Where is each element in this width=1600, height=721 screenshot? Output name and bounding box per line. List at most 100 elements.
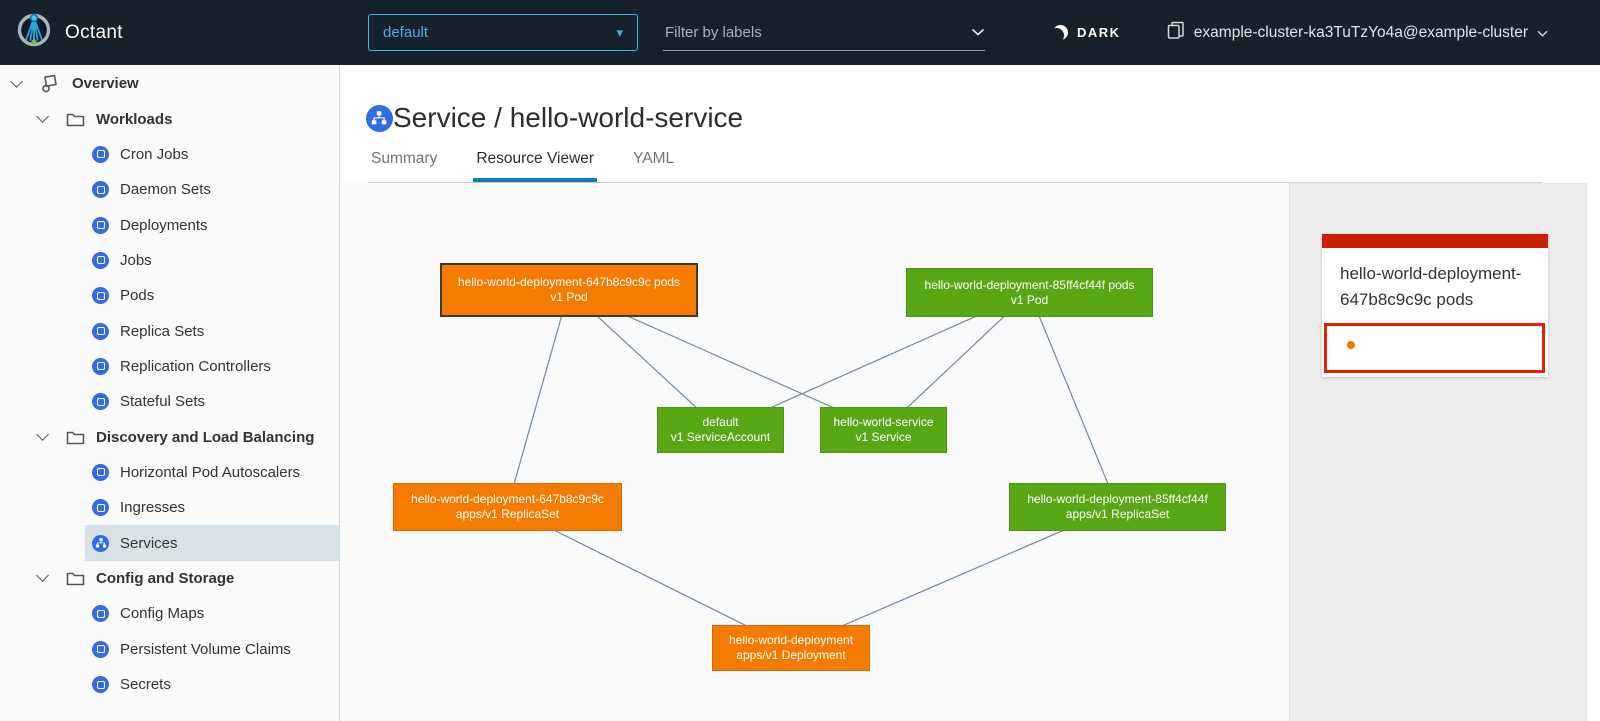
- sidebar-item-label: Horizontal Pod Autoscalers: [120, 463, 301, 481]
- status-box: [1324, 323, 1545, 373]
- main-content: Service / hello-world-service Summary Res…: [340, 65, 1600, 721]
- namespace-select[interactable]: default ▾: [368, 14, 638, 51]
- overview-icon: [40, 74, 61, 93]
- app-title: Octant: [65, 21, 123, 43]
- chevron-down-icon[interactable]: [10, 74, 23, 88]
- sidebar-item-replication-controllers[interactable]: Replication Controllers: [0, 349, 339, 384]
- sidebar-item-overview[interactable]: Overview: [0, 66, 339, 101]
- sidebar-item-replica-sets[interactable]: Replica Sets: [0, 313, 339, 348]
- service-resource-icon: [366, 104, 393, 132]
- jobs-icon: [92, 251, 109, 269]
- node-kind: v1 Service: [855, 430, 912, 444]
- node-label: hello-world-deployment: [728, 633, 854, 647]
- sidebar-item-config-and-storage[interactable]: Config and Storage: [0, 561, 339, 596]
- status-bar: [1322, 234, 1548, 248]
- label-filter-input[interactable]: [663, 22, 971, 42]
- sidebar-item-discovery-and-load-balancing[interactable]: Discovery and Load Balancing: [0, 419, 339, 454]
- status-dot-icon: [1347, 341, 1355, 349]
- node-label: hello-world-deployment-85ff4cf44f: [1027, 492, 1208, 506]
- node-kind: apps/v1 ReplicaSet: [455, 507, 560, 521]
- tab-resource-viewer[interactable]: Resource Viewer: [473, 149, 598, 182]
- sidebar-item-label: Jobs: [120, 251, 152, 269]
- node-kind: v1 Pod: [550, 290, 588, 304]
- node-label: hello-world-deployment-647b8c9c9c pods: [457, 275, 681, 289]
- replication-controllers-icon: [92, 357, 109, 375]
- chevron-down-icon[interactable]: [36, 428, 49, 441]
- sidebar-item-label: Persistent Volume Claims: [120, 640, 291, 658]
- sidebar-item-horizontal-pod-autoscalers[interactable]: Horizontal Pod Autoscalers: [0, 455, 339, 490]
- node-label: hello-world-deployment-85ff4cf44f pods: [924, 277, 1135, 292]
- caret-down-icon: ▾: [616, 24, 623, 40]
- folder-icon: [66, 571, 85, 586]
- namespace-value: default: [383, 24, 429, 41]
- sidebar-item-config-maps[interactable]: Config Maps: [0, 596, 339, 631]
- node-label: hello-world-deployment-647b8c9c9c: [411, 492, 604, 506]
- sidebar-item-label: Overview: [72, 75, 139, 93]
- stateful-sets-icon: [92, 393, 109, 411]
- tab-bar: Summary Resource Viewer YAML: [368, 149, 1543, 183]
- node-label: default: [702, 415, 739, 429]
- sidebar-item-label: Daemon Sets: [120, 181, 211, 199]
- sidebar-item-label: Discovery and Load Balancing: [96, 428, 315, 446]
- horizontal-pod-autoscalers-icon: [92, 463, 109, 481]
- chevron-down-icon[interactable]: [971, 23, 985, 41]
- folder-icon: [66, 430, 85, 445]
- config-maps-icon: [92, 605, 109, 623]
- page-title: Service / hello-world-service: [393, 102, 744, 133]
- cluster-icon: [1167, 21, 1185, 45]
- dark-mode-toggle[interactable]: DARK: [1053, 0, 1121, 65]
- theme-label: DARK: [1077, 25, 1121, 40]
- sidebar-item-daemon-sets[interactable]: Daemon Sets: [0, 172, 339, 207]
- tab-yaml[interactable]: YAML: [633, 150, 675, 167]
- sidebar-item-secrets[interactable]: Secrets: [0, 667, 339, 702]
- chevron-down-icon[interactable]: [36, 569, 49, 583]
- right-gutter: [1587, 183, 1600, 721]
- sidebar-item-services[interactable]: Services: [0, 525, 339, 561]
- pods-icon: [92, 287, 109, 305]
- sidebar-item-cron-jobs[interactable]: Cron Jobs: [0, 137, 339, 172]
- chevron-down-icon[interactable]: [36, 110, 49, 123]
- node-label: hello-world-service: [833, 415, 934, 429]
- sidebar-item-pods[interactable]: Pods: [0, 278, 339, 313]
- tab-summary[interactable]: Summary: [371, 150, 438, 167]
- folder-icon: [66, 112, 85, 127]
- node-kind: v1 Pod: [1010, 292, 1049, 307]
- cluster-context-selector[interactable]: example-cluster-ka3TuTzYo4a@example-clus…: [1167, 0, 1548, 65]
- node-detail-title: hello-world-deployment-647b8c9c9c pods: [1340, 264, 1522, 309]
- sidebar-item-label: Secrets: [120, 676, 171, 694]
- label-filter: [663, 14, 985, 51]
- sidebar-item-label: Cron Jobs: [120, 145, 189, 163]
- moon-icon: [1053, 25, 1068, 40]
- node-kind: v1 ServiceAccount: [670, 430, 771, 444]
- daemon-sets-icon: [92, 181, 109, 199]
- node-kind: apps/v1 ReplicaSet: [1065, 507, 1170, 521]
- sidebar-item-deployments[interactable]: Deployments: [0, 207, 339, 242]
- sidebar-item-label: Pods: [120, 287, 155, 305]
- sidebar-item-label: Replication Controllers: [120, 357, 271, 375]
- sidebar-item-jobs[interactable]: Jobs: [0, 243, 339, 278]
- sidebar-item-label: Config Maps: [120, 605, 205, 623]
- sidebar-item-label: Stateful Sets: [120, 393, 206, 411]
- page-header: Service / hello-world-service: [366, 101, 1600, 135]
- replica-sets-icon: [92, 322, 109, 340]
- services-icon: [92, 534, 109, 552]
- persistent-volume-claims-icon: [92, 640, 109, 658]
- sidebar-item-stateful-sets[interactable]: Stateful Sets: [0, 384, 339, 419]
- sidebar-item-label: Ingresses: [120, 499, 186, 517]
- sidebar-item-ingresses[interactable]: Ingresses: [0, 490, 339, 525]
- sidebar-item-workloads[interactable]: Workloads: [0, 101, 339, 136]
- sidebar-item-label: Workloads: [96, 110, 173, 128]
- sidebar-item-persistent-volume-claims[interactable]: Persistent Volume Claims: [0, 632, 339, 667]
- brand: Octant: [16, 0, 123, 65]
- cluster-context-label: example-cluster-ka3TuTzYo4a@example-clus…: [1193, 23, 1528, 41]
